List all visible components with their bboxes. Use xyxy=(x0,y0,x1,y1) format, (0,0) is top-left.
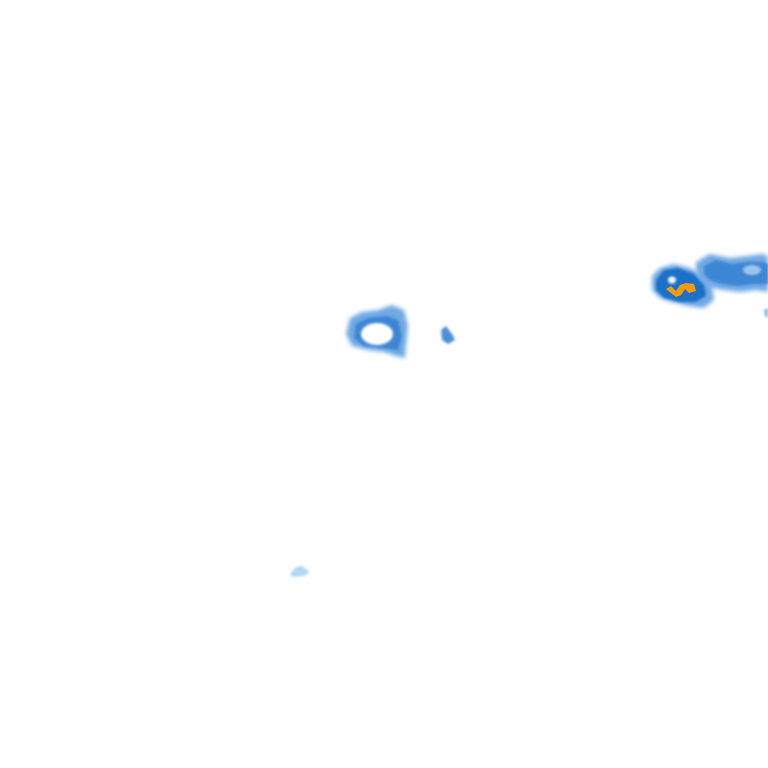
ring-cell-hole xyxy=(361,323,393,345)
echo-cell-southwest xyxy=(290,566,310,577)
echo-cell-tiny-center-east xyxy=(441,326,455,344)
storm-cell-intense-core xyxy=(666,283,696,297)
echo-cell-ring-center xyxy=(346,305,408,358)
rain-band-fragment xyxy=(764,308,768,318)
echo-band-east-edge xyxy=(696,254,768,318)
storm-cell-hole xyxy=(668,276,676,284)
rain-band-gap xyxy=(743,265,761,275)
